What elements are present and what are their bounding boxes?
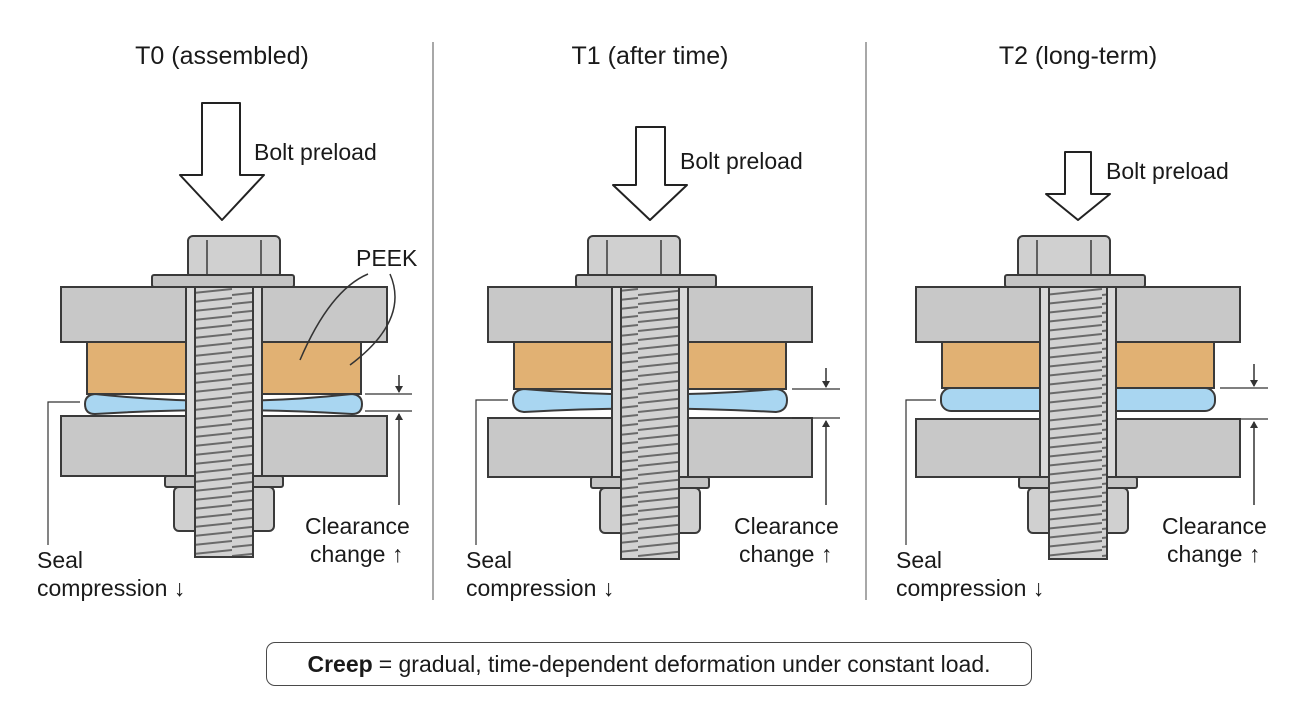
arrowhead-icon bbox=[395, 413, 403, 420]
seal-label: Seal bbox=[896, 547, 942, 573]
creep-definition-box: Creep = gradual, time-dependent deformat… bbox=[266, 642, 1032, 686]
preload-arrow-icon bbox=[1045, 151, 1111, 221]
preload-label: Bolt preload bbox=[1106, 158, 1229, 184]
peek-label: PEEK bbox=[356, 245, 418, 271]
seal-label: Seal bbox=[37, 547, 83, 573]
bolt-head bbox=[575, 235, 717, 288]
bolt-thread bbox=[194, 286, 254, 558]
arrowhead-icon bbox=[1250, 380, 1258, 387]
stage-t1: T1 (after time) Bolt preload Clearance c… bbox=[466, 42, 840, 601]
creep-definition: = gradual, time-dependent deformation un… bbox=[378, 650, 991, 677]
bolt-thread bbox=[620, 286, 680, 560]
stage-title: T2 (long-term) bbox=[999, 42, 1157, 70]
seal-leader bbox=[47, 401, 80, 545]
preload-arrow-icon bbox=[179, 102, 265, 221]
arrowhead-icon bbox=[395, 386, 403, 393]
seal-label: Seal bbox=[466, 547, 512, 573]
clearance-label: Clearance bbox=[305, 513, 410, 539]
stage-title: T0 (assembled) bbox=[135, 42, 309, 70]
clearance-label: Clearance bbox=[1162, 513, 1267, 539]
seal-leader bbox=[905, 399, 936, 545]
clearance-label: change ↑ bbox=[1167, 541, 1260, 567]
stage-t0: T0 (assembled) Bolt preload PE bbox=[37, 42, 418, 601]
bolt-head bbox=[151, 235, 295, 288]
stage-title: T1 (after time) bbox=[572, 42, 729, 70]
preload-arrow-icon bbox=[612, 126, 688, 221]
clearance-label: Clearance bbox=[734, 513, 839, 539]
arrowhead-icon bbox=[822, 420, 830, 427]
seal-label: compression ↓ bbox=[37, 575, 185, 601]
clearance-label: change ↑ bbox=[310, 541, 403, 567]
arrowhead-icon bbox=[1250, 421, 1258, 428]
preload-label: Bolt preload bbox=[680, 148, 803, 174]
clearance-label: change ↑ bbox=[739, 541, 832, 567]
peek-leader bbox=[349, 273, 396, 366]
preload-label: Bolt preload bbox=[254, 139, 377, 165]
creep-term: Creep bbox=[307, 650, 373, 677]
seal-label: compression ↓ bbox=[896, 575, 1044, 601]
peek-leader bbox=[299, 273, 369, 361]
bolt-thread bbox=[1048, 286, 1108, 560]
stage-t2: T2 (long-term) Bolt preload Clearance ch… bbox=[896, 42, 1268, 601]
bolt-head bbox=[1004, 235, 1146, 288]
arrowhead-icon bbox=[822, 381, 830, 388]
seal-label: compression ↓ bbox=[466, 575, 614, 601]
seal-leader bbox=[475, 399, 508, 545]
